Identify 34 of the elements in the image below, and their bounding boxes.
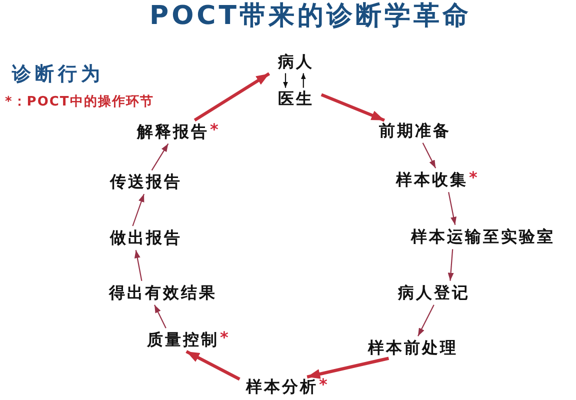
step-label: 样本收集 <box>394 170 468 190</box>
step-label: 医生 <box>276 90 314 108</box>
arrow <box>134 250 142 281</box>
section-heading: 诊断行为 <box>12 64 104 86</box>
step-label: 样本前处理 <box>366 338 458 358</box>
footnote: *：POCT中的操作环节 <box>5 96 154 110</box>
step-label: 得出有效结果 <box>107 284 217 302</box>
arrow <box>306 356 390 380</box>
arrow <box>151 143 169 171</box>
arrow <box>132 194 145 226</box>
arrow <box>194 72 270 122</box>
step-label: 质量控制 <box>145 330 219 350</box>
arrow <box>320 93 385 122</box>
asterisk-mark: * <box>469 170 478 186</box>
step-label: 样本分析 <box>244 378 318 396</box>
arrow <box>448 249 454 281</box>
arrow <box>422 142 436 168</box>
step-label: 样本运输至实验室 <box>409 228 555 246</box>
arrow <box>283 73 288 88</box>
asterisk-mark: * <box>210 122 218 138</box>
step-label: 解释报告 <box>135 122 209 142</box>
arrow <box>154 304 166 328</box>
step-label: 病人登记 <box>396 284 470 302</box>
step-label: 病人 <box>276 52 314 72</box>
arrow <box>418 304 434 336</box>
arrow <box>300 73 306 88</box>
step-label: 传送报告 <box>108 172 182 192</box>
title: POCT带来的诊断学革命 <box>148 2 472 32</box>
arrow <box>186 350 240 381</box>
asterisk-mark: * <box>319 377 328 394</box>
arrow <box>448 192 457 225</box>
step-label: 前期准备 <box>377 122 451 140</box>
asterisk-mark: * <box>220 330 228 346</box>
step-label: 做出报告 <box>108 228 182 248</box>
